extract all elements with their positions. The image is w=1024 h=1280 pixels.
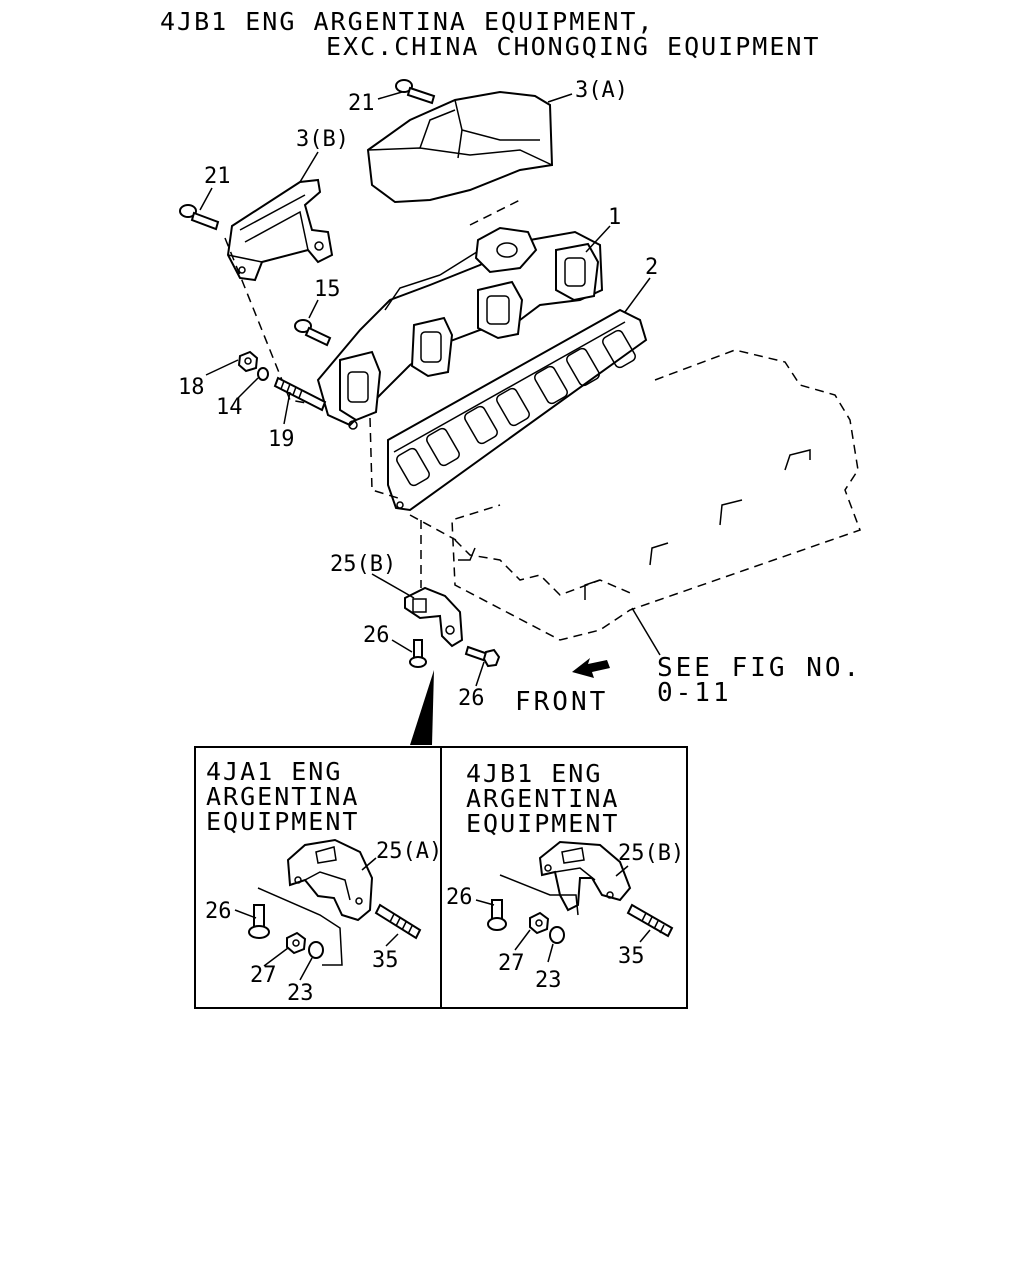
bolt-21-left (179, 204, 220, 231)
inset-left-title-2: ARGENTINA (206, 782, 359, 811)
inset-right-callout-35: 35 (618, 944, 645, 969)
bracket-25a (286, 838, 374, 922)
inset-left: 4JA1 ENG ARGENTINA EQUIPMENT (205, 757, 442, 1006)
engine-block-outline (451, 349, 861, 641)
inset-right-callout-25b: 25(B) (618, 841, 684, 866)
callout-18: 18 (178, 375, 205, 400)
inset-right-alignment (499, 874, 579, 916)
leader-lines (199, 91, 651, 687)
callout-1: 1 (608, 205, 621, 230)
inset-left-leaders (234, 857, 399, 981)
bolt-21-top (395, 79, 436, 105)
see-fig-line-1: SEE FIG NO. (657, 653, 862, 683)
callout-3a: 3(A) (575, 78, 628, 103)
callout-3b: 3(B) (296, 127, 349, 152)
inset-left-title-3: EQUIPMENT (206, 807, 359, 836)
inset-left-callout-27: 27 (250, 963, 277, 988)
callout-2: 2 (645, 255, 658, 280)
bolt-26-left (409, 639, 427, 668)
inset-left-title-1: 4JA1 ENG (206, 757, 342, 786)
inset-right-bolt-26 (487, 899, 507, 931)
front-arrow-icon (572, 658, 610, 678)
bracket-25b-inset (538, 840, 632, 912)
inset-right-callout-27: 27 (498, 951, 525, 976)
shield-3a-alignment (469, 199, 521, 226)
inset-left-callout-26: 26 (205, 899, 232, 924)
nut-18 (237, 350, 259, 373)
bracket-25b-main (404, 586, 464, 648)
inset-right-title-1: 4JB1 ENG (466, 759, 602, 788)
front-label: FRONT (515, 687, 608, 717)
callout-25b: 25(B) (330, 552, 396, 577)
inset-right-stud-35 (626, 903, 674, 938)
inset-left-callout-35: 35 (372, 948, 399, 973)
see-fig-line-2: 0-11 (657, 678, 732, 708)
washer-14 (257, 367, 269, 381)
gasket-to-head-alignment (409, 514, 457, 541)
callout-14: 14 (216, 395, 243, 420)
gasket-alignment-left (369, 417, 399, 499)
inset-left-callout-25a: 25(A) (376, 839, 442, 864)
inset-left-nut-27 (286, 931, 307, 955)
inset-left-stud-35 (374, 903, 422, 940)
inset-right-leaders (475, 865, 651, 963)
inset-pointer-icon (410, 670, 434, 745)
inset-right-callout-23: 23 (535, 968, 562, 993)
inset-left-callout-23: 23 (287, 981, 314, 1006)
callout-21-left: 21 (204, 164, 231, 189)
callout-26-right: 26 (458, 686, 485, 711)
inset-right-title-2: ARGENTINA (466, 784, 619, 813)
stud-15 (294, 319, 332, 347)
heat-shield-3b (226, 178, 334, 282)
exhaust-manifold-1 (316, 226, 604, 430)
inset-right: 4JB1 ENG ARGENTINA EQUIPMENT (446, 759, 684, 993)
inset-left-alignment (257, 887, 343, 966)
bolt-26-right (464, 645, 501, 668)
inset-left-washer-23 (308, 941, 324, 959)
inset-right-title-3: EQUIPMENT (466, 809, 619, 838)
gasket-2 (387, 308, 648, 512)
inset-left-bolt-26 (248, 904, 270, 939)
stud-19 (273, 376, 327, 412)
callout-15: 15 (314, 277, 341, 302)
inset-right-callout-26: 26 (446, 885, 473, 910)
callout-19: 19 (268, 427, 295, 452)
header-line-1: 4JB1 ENG ARGENTINA EQUIPMENT, (160, 7, 655, 36)
header-line-2: EXC.CHINA CHONGQING EQUIPMENT (326, 32, 821, 61)
callout-26-left: 26 (363, 623, 390, 648)
heat-shield-3a (366, 90, 554, 204)
inset-right-nut-27 (529, 911, 550, 935)
see-fig-leader (631, 607, 661, 656)
inset-right-washer-23 (549, 926, 565, 944)
callout-21-top: 21 (348, 91, 375, 116)
